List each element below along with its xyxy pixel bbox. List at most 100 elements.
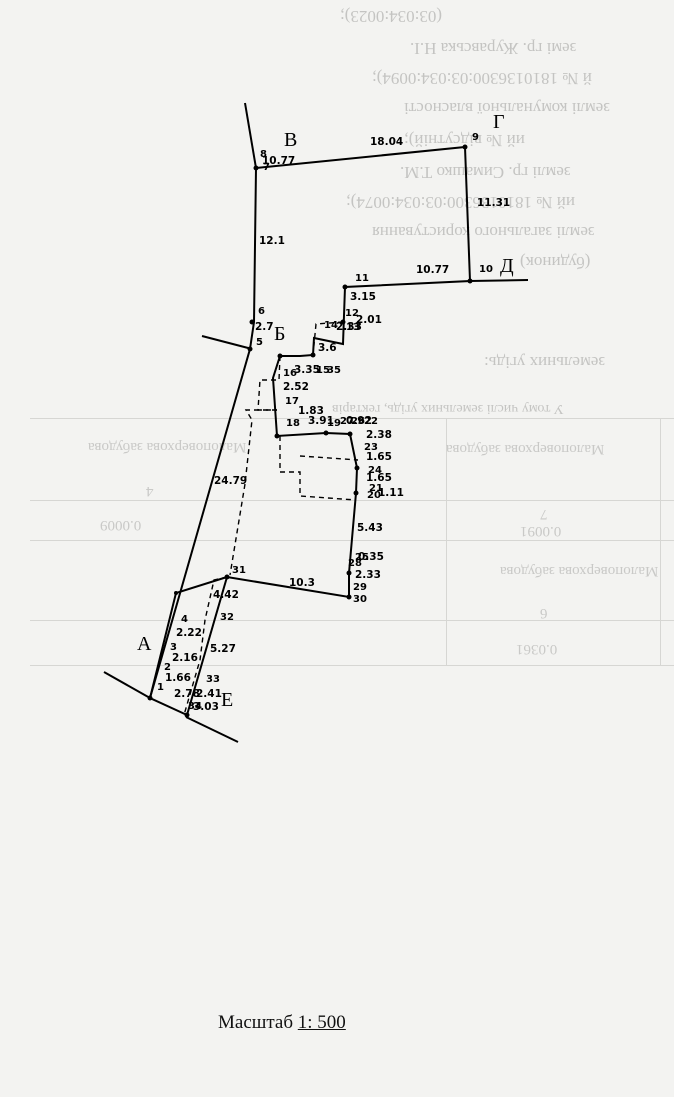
distance-label: 3.91 xyxy=(308,415,334,427)
bleed-table-rule xyxy=(30,665,674,666)
vertex-dot xyxy=(342,284,348,290)
distance-label: 12.1 xyxy=(259,235,285,247)
scale-caption: Масштаб 1: 500 xyxy=(218,1012,346,1034)
corner-label-g: Г xyxy=(493,111,505,133)
distance-label: 2.78 xyxy=(174,688,200,700)
corner-label-b: Б xyxy=(274,323,285,345)
point-number: 12 xyxy=(345,308,359,319)
point-number: 27 xyxy=(340,416,354,427)
bleed-table-rule xyxy=(30,500,674,501)
point-number: 23 xyxy=(364,442,378,453)
vertex-dot xyxy=(247,346,253,352)
point-number: 3 xyxy=(170,642,177,653)
corner-label-e: Е xyxy=(221,689,233,711)
distance-label: 24.79 xyxy=(214,475,247,487)
distance-label: 18.04 xyxy=(370,136,403,148)
distance-label: 0.35 xyxy=(358,551,384,563)
point-number: 10 xyxy=(479,264,493,275)
corner-label-v: В xyxy=(284,129,297,151)
extension-line xyxy=(244,102,257,169)
distance-label: 2.38 xyxy=(366,429,392,441)
point-number: 1 xyxy=(157,682,164,693)
point-number: 15 xyxy=(316,365,330,376)
point-number: 14 xyxy=(324,320,338,331)
distance-label: 10.77 xyxy=(262,155,295,167)
distance-label: 2.33 xyxy=(336,321,362,333)
vertex-dot xyxy=(353,490,359,496)
point-number: 32 xyxy=(220,612,234,623)
point-number: 2 xyxy=(164,662,171,673)
vertex-dot xyxy=(249,319,255,325)
point-number: 21 xyxy=(369,483,383,494)
vertex-dot xyxy=(354,465,360,471)
extension-line xyxy=(103,671,151,699)
extension-line xyxy=(185,716,239,743)
building-contour xyxy=(183,576,228,716)
point-number: 6 xyxy=(258,306,265,317)
point-number: 30 xyxy=(353,594,367,605)
point-number: 20 xyxy=(367,490,381,501)
distance-label: 2.52 xyxy=(283,381,309,393)
building-contour xyxy=(279,436,357,501)
bleed-table-rule xyxy=(30,418,674,419)
point-number: 24 xyxy=(368,465,382,476)
distance-label: 2.22 xyxy=(176,627,202,639)
vertex-dot xyxy=(340,319,346,325)
point-number: 29 xyxy=(353,582,367,593)
point-number: 17 xyxy=(285,396,299,407)
point-number: 26 xyxy=(351,416,365,427)
building-contour xyxy=(244,409,277,485)
bleed-table-rule xyxy=(446,418,447,665)
point-number: 8 xyxy=(260,149,267,160)
distance-label: 5.27 xyxy=(210,643,236,655)
vertex-dot xyxy=(147,695,153,701)
distance-label: 1.66 xyxy=(165,672,191,684)
scale-ratio: 1: 500 xyxy=(297,1012,346,1033)
bleed-table-rule xyxy=(660,418,661,665)
building-contour xyxy=(299,455,359,461)
vertex-dot xyxy=(346,594,352,600)
vertex-dot xyxy=(184,712,190,718)
point-number: 28 xyxy=(348,558,362,569)
point-number: 11 xyxy=(355,273,369,284)
corner-label-d: Д xyxy=(500,255,514,277)
point-number: 5 xyxy=(256,337,263,348)
distance-label: 3.15 xyxy=(350,291,376,303)
bleed-table-rule xyxy=(30,620,674,621)
point-number: 13 xyxy=(346,322,360,333)
point-number: 35 xyxy=(327,365,341,376)
vertex-dot xyxy=(346,570,352,576)
vertex-dot xyxy=(277,353,283,359)
distance-label: 5.43 xyxy=(357,522,383,534)
distance-label: 1.83 xyxy=(298,405,324,417)
vertex-markers xyxy=(147,144,473,718)
point-number: 7 xyxy=(263,162,270,173)
building-contour xyxy=(312,321,344,356)
point-number: 31 xyxy=(232,565,246,576)
point-number: 9 xyxy=(472,132,479,143)
distance-label: 10.77 xyxy=(416,264,449,276)
building-contour xyxy=(229,483,246,576)
extension-line xyxy=(469,279,529,282)
neighbour-lines xyxy=(103,102,529,743)
distance-label: 1.65 xyxy=(366,451,392,463)
distance-label: 0.92 xyxy=(346,415,372,427)
point-number: 19 xyxy=(327,418,341,429)
parcel-boundary xyxy=(148,145,472,717)
vertex-dot xyxy=(174,591,178,595)
point-number: 34 xyxy=(188,701,202,712)
distance-label: 2.7 xyxy=(255,321,274,333)
vertex-dot xyxy=(274,433,280,439)
vertex-dot xyxy=(462,144,468,150)
distance-label: 2.16 xyxy=(172,652,198,664)
vertex-dot xyxy=(224,574,230,580)
distance-label: 4.42 xyxy=(213,589,239,601)
distance-label: 3.03 xyxy=(193,701,219,713)
distance-label: 3.35 xyxy=(294,364,320,376)
extension-line xyxy=(201,335,253,350)
scale-prefix: Масштаб xyxy=(218,1012,298,1033)
vertex-dot xyxy=(310,352,316,358)
building-contours xyxy=(183,321,359,716)
distance-label: 2.41 xyxy=(196,688,222,700)
